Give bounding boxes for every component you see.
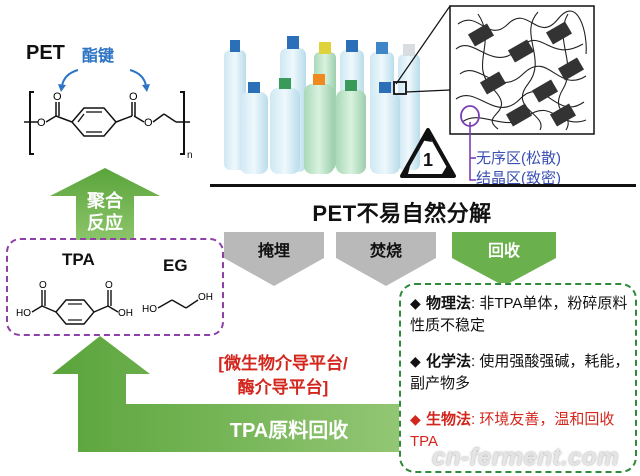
- method-bullet: ◆: [410, 295, 421, 311]
- polymerization-label: 聚合 反应: [76, 190, 134, 234]
- polymerization-label-line1: 聚合: [87, 191, 123, 211]
- eg-ho: HO: [142, 304, 157, 315]
- eg-oh: OH: [198, 292, 213, 303]
- tpa-recycle-arrow: [52, 336, 460, 452]
- polymerization-label-line2: 反应: [87, 213, 123, 233]
- tpa-ho: HO: [16, 308, 31, 319]
- tpa-structure: HO O O OH: [16, 280, 133, 325]
- method-name: 化学法: [426, 353, 472, 370]
- recycle-symbol-icon: 1: [400, 128, 456, 178]
- platform-label-line1: [微生物介导平台/: [218, 354, 348, 373]
- monomer-box: [6, 238, 224, 336]
- eg-structure: HO OH: [142, 292, 213, 315]
- amorphous-region-label: 无序区(松散): [476, 150, 561, 167]
- pet-bottles-image: [224, 36, 420, 174]
- ester-bond-label: 酯键: [82, 48, 115, 65]
- platform-label-line2: 酶介导平台]: [237, 378, 329, 397]
- platform-label: [微生物介导平台/ 酶介导平台]: [178, 352, 388, 400]
- svg-text:O: O: [129, 91, 138, 103]
- method-name: 生物法: [426, 411, 472, 428]
- recycle-number: 1: [423, 150, 433, 170]
- polymerization-arrow: [50, 168, 160, 240]
- method-chemical: ◆ 化学法: 使用强酸强碱，耗能，副产物多: [410, 350, 632, 395]
- pet-title: PET: [26, 42, 65, 64]
- crystalline-region-label: 结晶区(致密): [476, 170, 561, 187]
- method-name: 物理法: [426, 295, 472, 312]
- incineration-tab: [336, 232, 436, 286]
- method-biological: ◆ 生物法: 环境友善，温和回收TPA: [410, 408, 632, 453]
- zoom-lines: [395, 5, 451, 93]
- landfill-tab: [224, 232, 324, 286]
- pet-degradation-caption: PET不易自然分解: [312, 201, 492, 226]
- svg-text:O: O: [105, 280, 113, 291]
- svg-text:O: O: [37, 117, 46, 129]
- pet-microstructure-image: [449, 5, 595, 135]
- method-desc: : 环境友善，温和回收TPA: [410, 411, 615, 450]
- method-bullet: ◆: [410, 353, 421, 369]
- eg-label: EG: [163, 256, 188, 275]
- method-desc: : 非TPA单体，粉碎原料性质不稳定: [410, 295, 628, 334]
- polymer-subscript: n: [187, 150, 193, 161]
- svg-text:O: O: [144, 117, 153, 129]
- divider-line: [210, 184, 636, 187]
- landfill-label: 掩埋: [257, 243, 290, 260]
- tpa-label: TPA: [62, 250, 95, 269]
- pet-structure-diagram: n O O O O: [24, 69, 193, 161]
- method-desc: : 使用强酸强碱，耗能，副产物多: [410, 353, 630, 392]
- recycling-tab: [452, 232, 556, 286]
- recycling-methods-box: [399, 283, 637, 473]
- label-connector: [469, 122, 476, 181]
- incineration-label: 焚烧: [369, 243, 402, 260]
- tpa-recycle-label: TPA原料回收: [229, 420, 349, 442]
- watermark: cn-ferment.com: [432, 444, 620, 471]
- tpa-oh: OH: [118, 308, 133, 319]
- svg-text:O: O: [39, 280, 47, 291]
- svg-text:O: O: [53, 91, 62, 103]
- method-physical: ◆ 物理法: 非TPA单体，粉碎原料性质不稳定: [410, 292, 632, 337]
- method-bullet: ◆: [410, 411, 421, 427]
- recycling-label: 回收: [487, 243, 520, 260]
